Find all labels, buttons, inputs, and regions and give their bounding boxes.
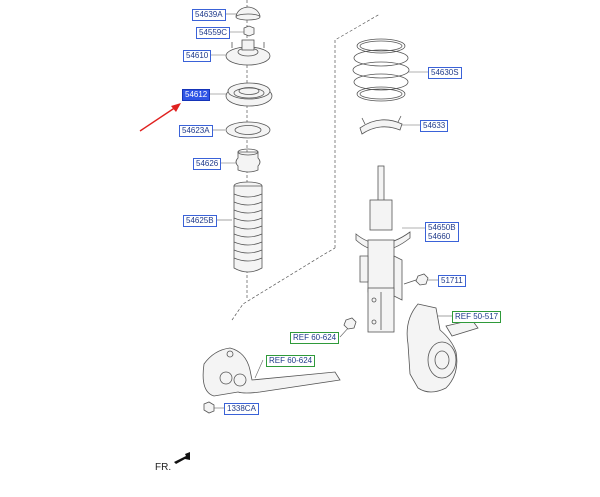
part-label-54650B[interactable]: 54650B <box>428 223 456 232</box>
part-lower-arm <box>202 347 341 397</box>
part-strut-assembly <box>355 165 411 333</box>
part-flange-nut <box>203 401 215 414</box>
part-label-54633[interactable]: 54633 <box>420 120 449 132</box>
part-label-54610[interactable]: 54610 <box>183 50 212 62</box>
part-label-54650B-54660[interactable]: 54650B 54660 <box>425 222 459 242</box>
front-direction-label: FR. <box>155 462 172 473</box>
ref-label-60-624-upper[interactable]: REF 60-624 <box>290 332 340 344</box>
part-insulator-mount <box>225 39 271 66</box>
part-label-54660[interactable]: 54660 <box>428 232 451 241</box>
part-bolt <box>403 273 429 286</box>
part-stabilizer-nut <box>343 317 357 330</box>
part-label-54559C[interactable]: 54559C <box>196 27 231 39</box>
part-label-1338CA[interactable]: 1338CA <box>224 403 259 415</box>
part-dust-cover <box>233 181 263 273</box>
part-bearing <box>225 82 273 107</box>
part-dust-cap <box>235 6 261 21</box>
part-steering-knuckle <box>406 303 479 393</box>
part-nut <box>243 25 255 37</box>
front-direction-arrow-icon <box>174 452 190 464</box>
part-label-51711[interactable]: 51711 <box>438 275 466 287</box>
part-label-54626[interactable]: 54626 <box>193 158 222 170</box>
part-label-54625B[interactable]: 54625B <box>183 215 217 227</box>
part-bump-stopper <box>235 148 261 173</box>
part-label-54630S[interactable]: 54630S <box>428 67 462 79</box>
part-spring-pad <box>225 121 271 139</box>
part-label-54639A[interactable]: 54639A <box>192 9 226 21</box>
ref-label-50-517[interactable]: REF 50-517 <box>452 311 502 323</box>
part-coil-spring <box>352 38 410 102</box>
part-lower-spring-pad <box>359 115 403 135</box>
part-label-54612[interactable]: 54612 <box>182 89 211 101</box>
pointer-arrow <box>139 103 181 132</box>
part-label-54623A[interactable]: 54623A <box>179 125 213 137</box>
ref-label-60-624-lower[interactable]: REF 60-624 <box>266 355 316 367</box>
